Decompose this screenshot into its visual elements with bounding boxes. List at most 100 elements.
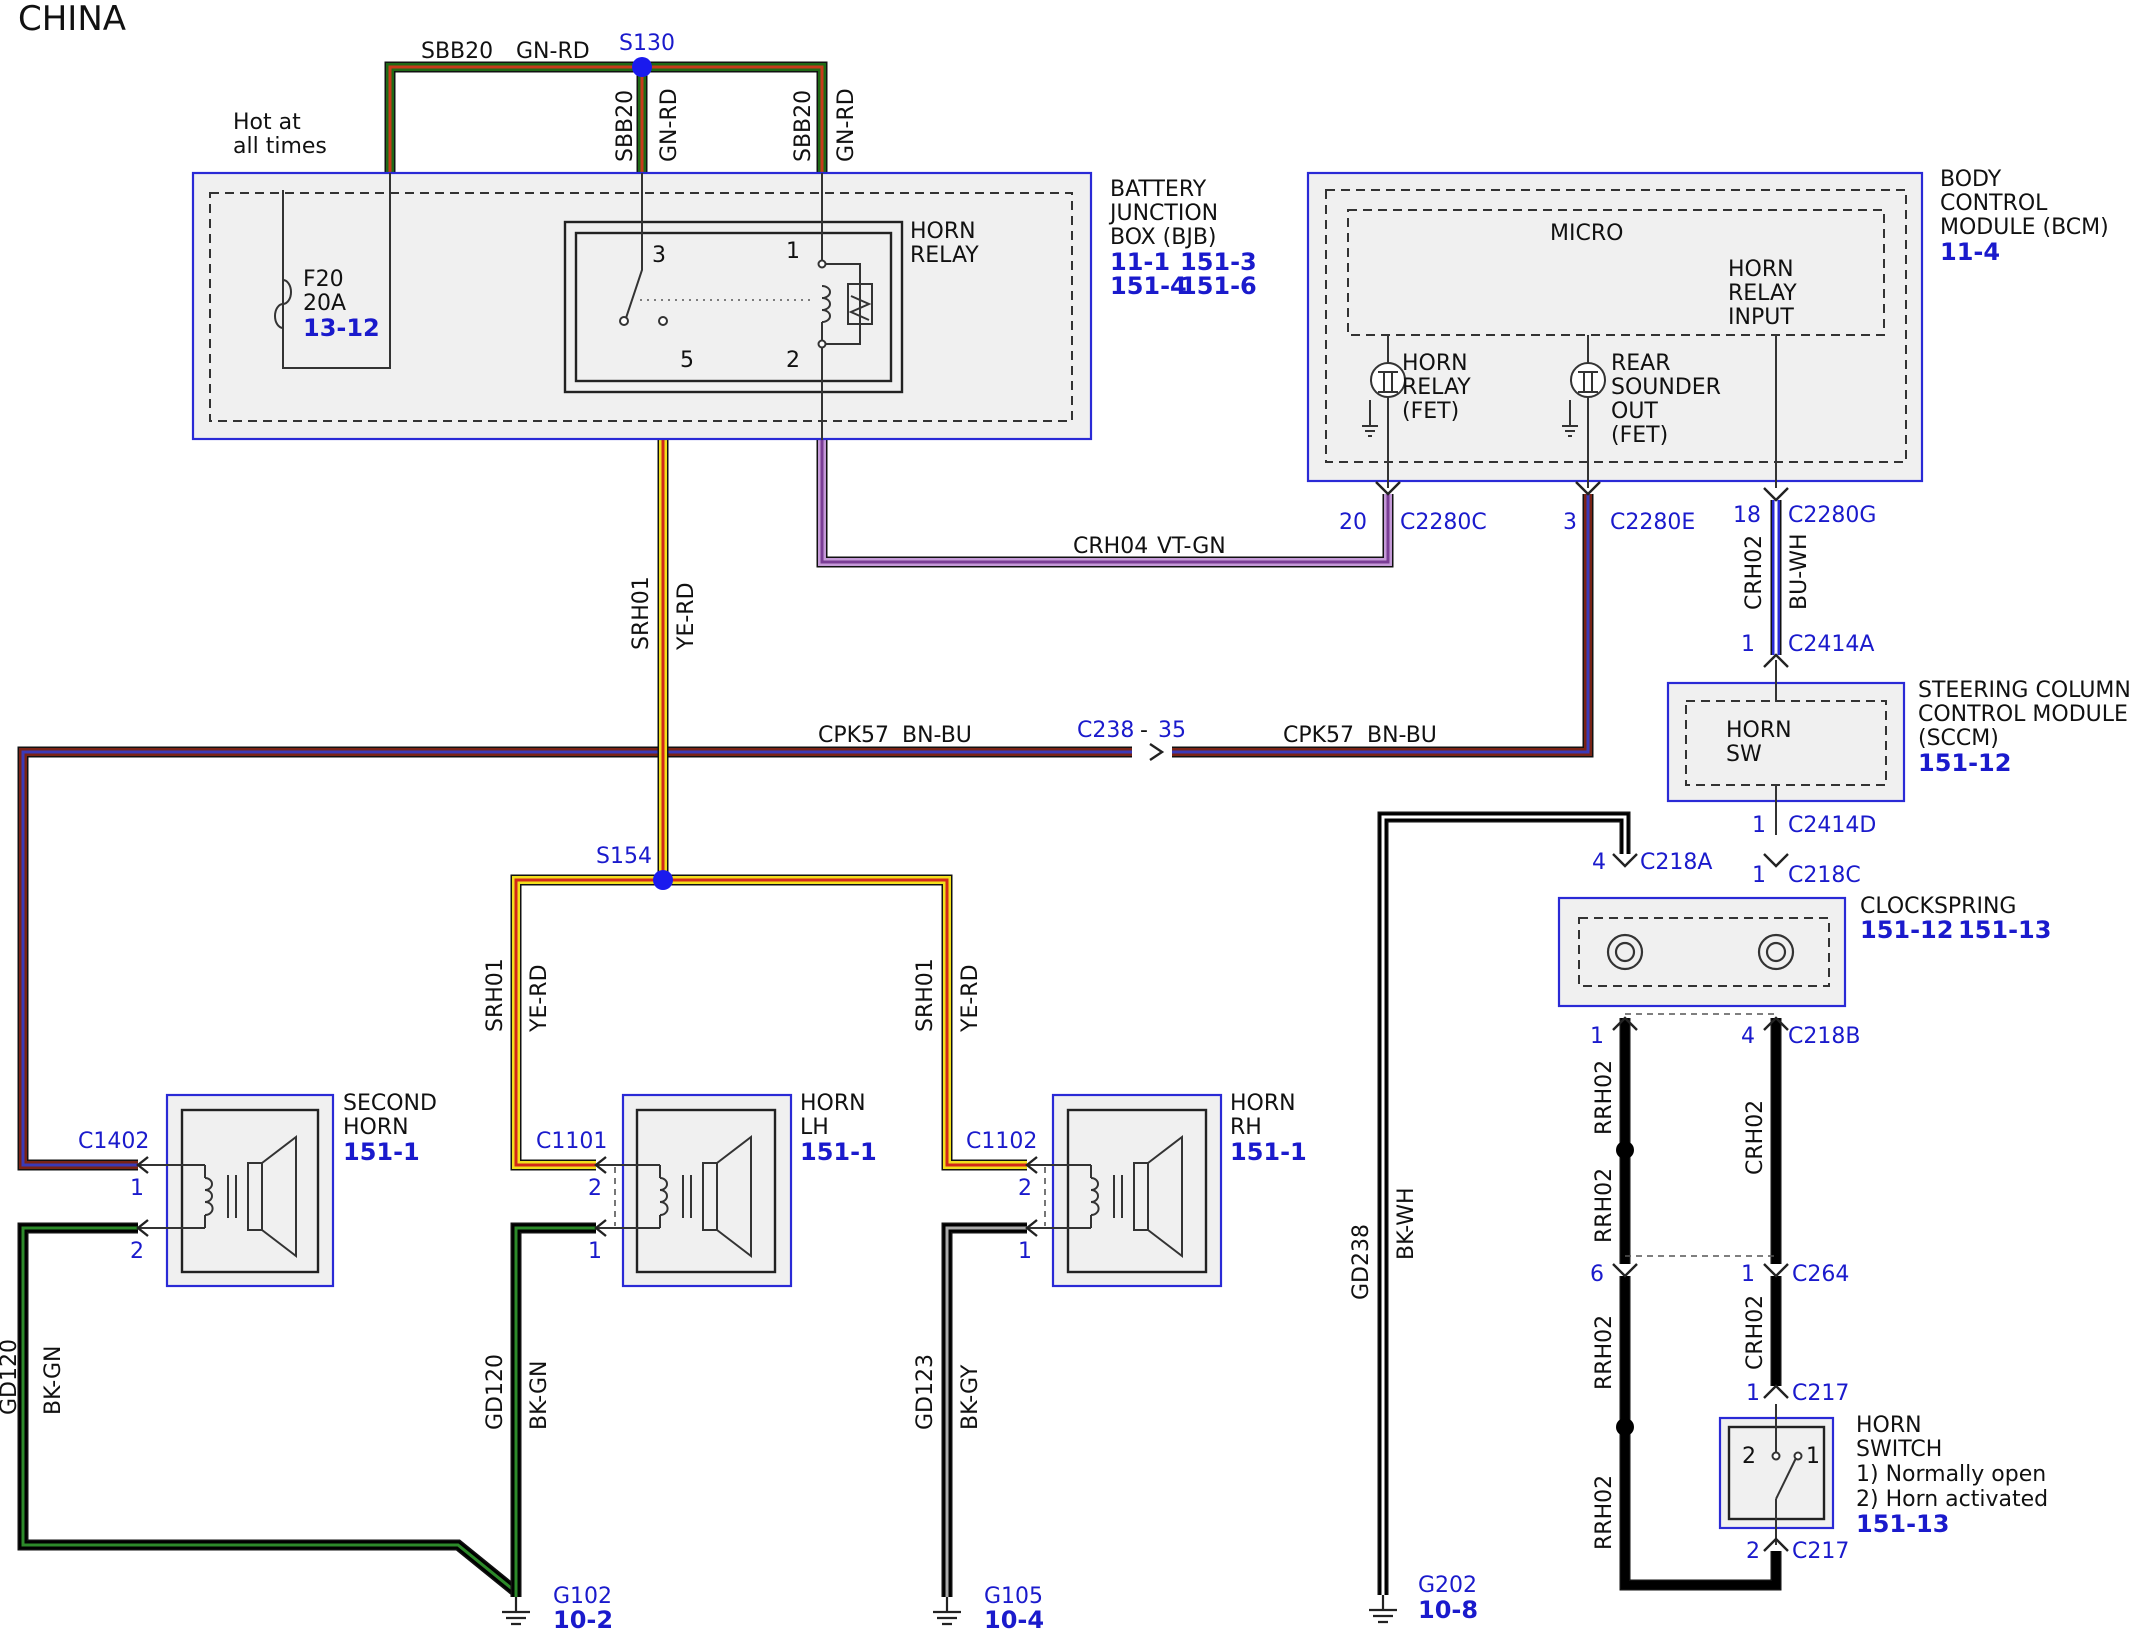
wire-srh01-rh [663,874,1027,1171]
wire-srh01-lh [510,874,663,1171]
wire-label-srh01-main: SRH01 [629,576,654,650]
horn-lh-pin-2: 2 [588,1176,602,1201]
relay-pin-1: 1 [786,239,800,264]
c217-top-label: C217 [1792,1381,1849,1406]
horn-switch-label-4: 2) Horn activated [1856,1487,2048,1512]
c217-bot-label: C217 [1792,1539,1849,1564]
c218c-pin: 1 [1752,863,1766,888]
body-control-module [1306,171,1924,488]
c238-label: C238 [1077,718,1134,743]
fet2-label-4: (FET) [1611,423,1668,448]
wire-label-srh01-r: SRH01 [913,958,938,1032]
bcm-label-2: CONTROL [1940,191,2048,216]
wire-label-bkwh: BK-WH [1394,1187,1419,1260]
c2280c-pin: 20 [1339,510,1367,535]
wire-label-vtgn: VT-GN [1157,534,1226,559]
c218b-pin-4: 4 [1741,1024,1755,1049]
wire-label-sbb20-v1: SBB20 [613,90,638,162]
horn-sw-label-1: HORN [1726,718,1792,743]
wire-label-yerd-main: YE-RD [674,582,699,651]
c264-pin-1: 1 [1741,1262,1755,1287]
bjb-label-3: BOX (BJB) [1110,225,1217,250]
g105-ref: 10-4 [984,1606,1044,1630]
second-horn-ref: 151-1 [343,1138,420,1166]
wire-label-rrh02-1: RRH02 [1592,1060,1617,1135]
wire-label-rrh02-3: RRH02 [1592,1315,1617,1390]
horn-switch-label-3: 1) Normally open [1856,1462,2046,1487]
c264-label: C264 [1792,1262,1849,1287]
c2414d-label: C2414D [1788,813,1876,838]
wire-label-gd123: GD123 [913,1354,938,1430]
wire-label-crh02-c: CRH02 [1743,1295,1768,1370]
sccm-ref: 151-12 [1918,749,2011,777]
bjb-label-2: JUNCTION [1108,201,1218,226]
c217-bot-pin: 2 [1746,1539,1760,1564]
g102-ref: 10-2 [553,1606,613,1630]
second-horn-label-1: SECOND [343,1091,437,1116]
c2280e-pin: 3 [1563,510,1577,535]
horn-lh-ref: 151-1 [800,1138,877,1166]
c2414d-pin: 1 [1752,813,1766,838]
wire-label-bkgn-b: BK-GN [527,1361,552,1430]
wire-label-gnrd-v2: GN-RD [834,88,859,162]
fuse-ref: 13-12 [303,314,380,342]
c238-dash: - [1140,718,1148,743]
g102-label: G102 [553,1584,612,1609]
c2280e-label: C2280E [1610,510,1695,535]
second-horn-pin-1: 1 [130,1176,144,1201]
fet1-label-2: RELAY [1402,375,1471,400]
c1402-label: C1402 [78,1129,149,1154]
clockspring [1557,896,1847,1257]
g202-label: G202 [1418,1573,1477,1598]
c1102-label: C1102 [966,1129,1037,1154]
horn-switch [1718,1404,1835,1545]
horn-rh-label-1: HORN [1230,1091,1296,1116]
hot-label-2: all times [233,134,327,159]
horn-lh-pin-1: 1 [588,1239,602,1264]
horn-rh-ref: 151-1 [1230,1138,1307,1166]
relay-pin-2: 2 [786,348,800,373]
bjb-ref-3: 151-4 [1110,272,1187,300]
bcm-label-3: MODULE (BCM) [1940,215,2109,240]
second-horn-pin-2: 2 [130,1239,144,1264]
c2280c-label: C2280C [1400,510,1487,535]
c218a-pin: 4 [1592,850,1606,875]
second-horn-label-2: HORN [343,1115,409,1140]
bcm-ref: 11-4 [1940,238,2000,266]
horn-lh [596,1093,793,1288]
splice-s130 [632,57,652,77]
horn-rh-label-2: RH [1230,1115,1262,1140]
battery-junction-box [191,171,1093,441]
horn-switch-label-2: SWITCH [1856,1437,1942,1462]
c264-pin-6: 6 [1590,1262,1604,1287]
inline-dot-1 [1616,1141,1634,1159]
horn-relay-input-2: RELAY [1728,281,1797,306]
relay-pin-5: 5 [680,348,694,373]
c218a-label: C218A [1640,850,1712,875]
wire-gd123-rh [941,1222,1027,1597]
wire-gd120-lh [510,1222,596,1597]
bjb-ref-4: 151-6 [1180,272,1257,300]
second-horn [138,1093,335,1288]
sccm-label-2: CONTROL MODULE [1918,702,2128,727]
wire-label-cpk57-left: CPK57 [818,723,889,748]
horn-rh-pin-2: 2 [1018,1176,1032,1201]
c238-pin: 35 [1158,718,1186,743]
fet2-label-2: SOUNDER [1611,375,1721,400]
wire-label-crh02-a: CRH02 [1742,535,1767,610]
wire-label-gd120-b: GD120 [483,1354,508,1430]
wire-label-gd238: GD238 [1349,1224,1374,1300]
c218b-label: C218B [1788,1024,1860,1049]
steering-column-control-module [1666,660,1906,835]
c218b-pin-1: 1 [1590,1024,1604,1049]
wire-label-yerd-r: YE-RD [958,964,983,1033]
horn-switch-pin-1: 1 [1806,1444,1820,1469]
hot-label-1: Hot at [233,110,301,135]
clockspring-ref-1: 151-12 [1860,916,1953,944]
wire-label-yerd-l: YE-RD [527,964,552,1033]
splice-s154 [653,870,673,890]
fet1-label-1: HORN [1402,351,1468,376]
horn-sw-label-2: SW [1726,742,1762,767]
horn-rh-pin-1: 1 [1018,1239,1032,1264]
